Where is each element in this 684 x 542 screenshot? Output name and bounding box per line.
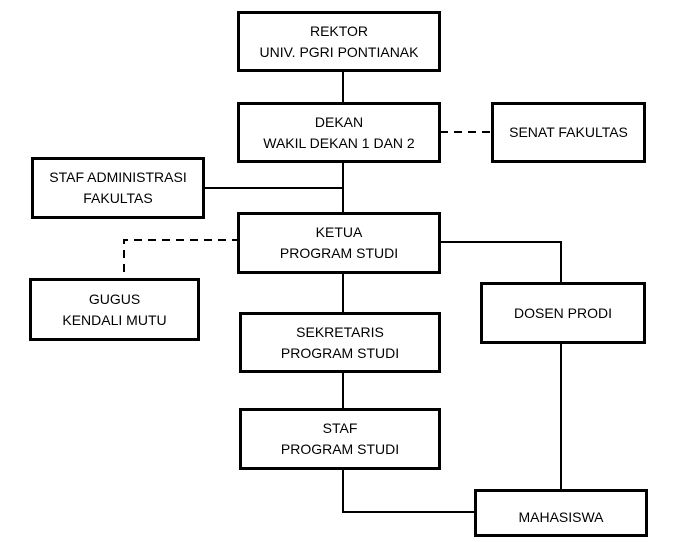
ketua-dosen-line [440, 241, 562, 282]
staf-mahasiswa-line [342, 470, 476, 513]
rektor-line-1: REKTOR [309, 22, 369, 39]
senat-line-1: SENAT FAKULTAS [509, 124, 628, 140]
sekretaris-line-1: SEKRETARIS [296, 323, 384, 340]
staf-admin-box: STAF ADMINISTRASI FAKULTAS [31, 157, 205, 219]
dekan-line-1: DEKAN [314, 113, 364, 130]
ketua-line-2: PROGRAM STUDI [279, 245, 399, 261]
staf-prodi-box: STAF PROGRAM STUDI [239, 408, 441, 470]
staf-prodi-line-1: STAF [322, 420, 358, 436]
staf-prodi-line-2: PROGRAM STUDI [280, 441, 400, 457]
dekan-line-2: WAKIL DEKAN 1 DAN 2 [263, 134, 415, 151]
dosen-line-1: DOSEN PRODI [513, 304, 612, 321]
ketua-box: KETUA PROGRAM STUDI [237, 212, 441, 274]
mahasiswa-box: MAHASISWA [474, 489, 648, 537]
sekretaris-box: SEKRETARIS PROGRAM STUDI [239, 312, 441, 373]
senat-box: SENAT FAKULTAS [491, 102, 646, 163]
ketua-gugus-dashed-line [123, 239, 240, 278]
rektor-line-2: UNIV. PGRI PONTIANAK [259, 43, 419, 60]
ketua-line-1: KETUA [315, 224, 363, 240]
gugus-box: GUGUS KENDALI MUTU [29, 278, 200, 341]
gugus-line-2: KENDALI MUTU [62, 311, 167, 328]
dekan-box: DEKAN WAKIL DEKAN 1 DAN 2 [237, 102, 441, 163]
gugus-line-1: GUGUS [88, 290, 141, 307]
dosen-box: DOSEN PRODI [480, 282, 646, 344]
staf-admin-line-2: FAKULTAS [83, 190, 153, 206]
mahasiswa-line-1: MAHASISWA [518, 508, 604, 525]
staf-admin-line-1: STAF ADMINISTRASI [49, 169, 187, 185]
sekretaris-line-2: PROGRAM STUDI [280, 344, 400, 361]
rektor-box: REKTOR UNIV. PGRI PONTIANAK [237, 11, 441, 72]
